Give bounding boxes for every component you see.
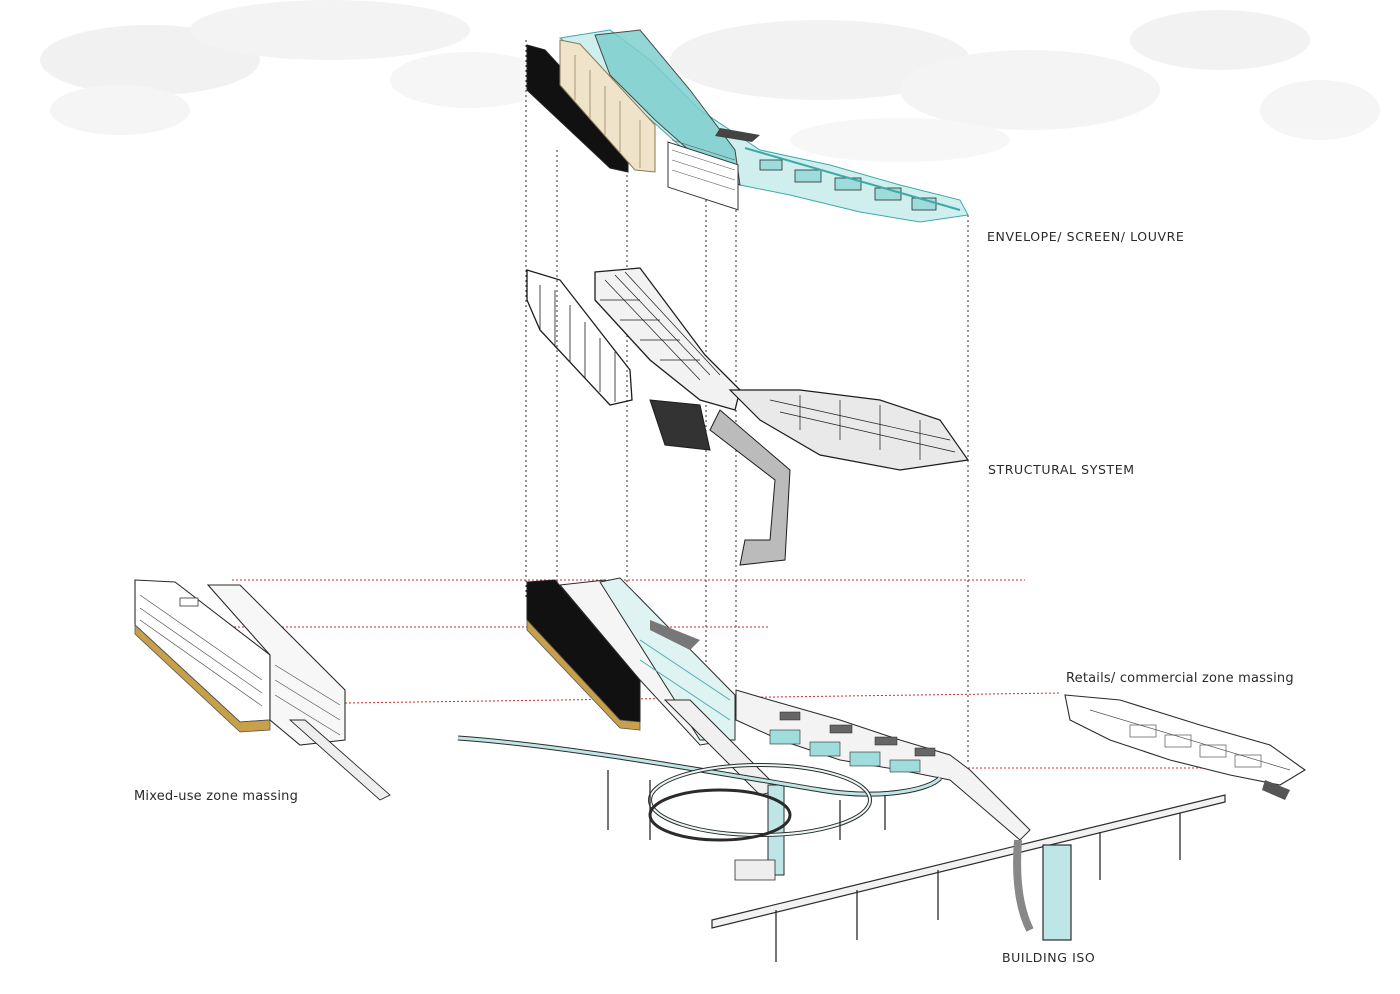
label-mixed-use-massing: Mixed-use zone massing bbox=[134, 789, 299, 804]
retail-massing bbox=[1064, 694, 1307, 800]
label-envelope: ENVELOPE/ SCREEN/ LOUVRE bbox=[987, 229, 1185, 244]
label-retail-massing: Retails/ commercial zone massing bbox=[1066, 671, 1294, 686]
label-structural-system: STRUCTURAL SYSTEM bbox=[988, 462, 1135, 477]
label-building-iso: BUILDING ISO bbox=[1002, 950, 1096, 965]
envelope-layer bbox=[526, 29, 969, 223]
building-iso-model bbox=[457, 577, 1226, 962]
mixed-use-massing bbox=[134, 579, 391, 801]
structural-layer bbox=[526, 267, 970, 566]
cloud-background bbox=[40, 0, 1380, 162]
